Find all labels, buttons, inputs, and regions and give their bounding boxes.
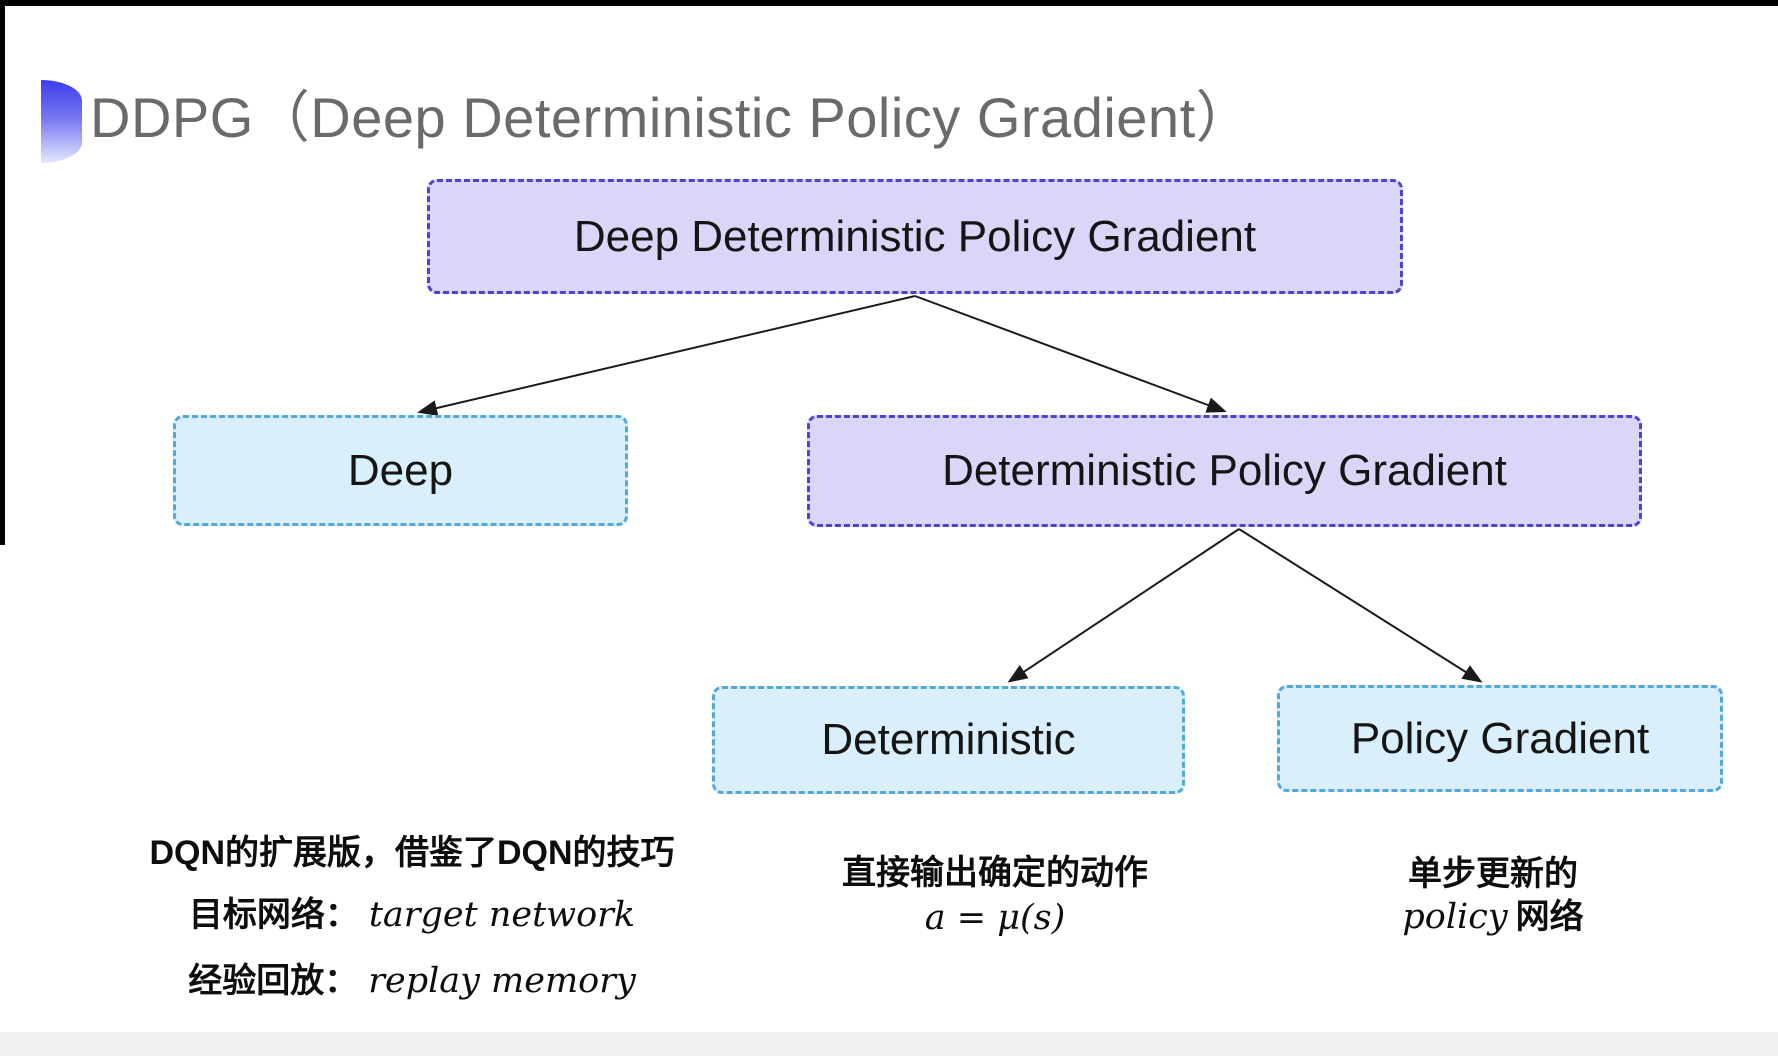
node-deterministic: Deterministic: [712, 686, 1185, 794]
note-network-suffix: 网络: [1515, 897, 1584, 936]
node-label: Deep: [347, 445, 454, 495]
bullet-icon: [41, 80, 82, 163]
arrow-root-to-deep: [417, 295, 916, 416]
screen-left-edge: [0, 0, 5, 545]
note-formula-a-mu-s: a = μ(s): [924, 897, 1066, 938]
note-deterministic-action: 直接输出确定的动作: [842, 854, 1148, 892]
note-replay-memory-label: 经验回放：: [188, 961, 359, 1000]
arrow-dpg-to-policy-gradient: [1238, 528, 1483, 683]
note-single-step-update: 单步更新的: [1408, 855, 1578, 893]
node-label: Deterministic Policy Gradient: [942, 446, 1507, 495]
note-replay-memory: 经验回放：replay memory: [117, 960, 707, 1002]
note-dqn-extension: DQN的扩展版，借鉴了DQN的技巧: [149, 834, 675, 872]
notes-deterministic: 直接输出确定的动作 a = μ(s): [820, 853, 1170, 939]
page-title: DDPG（Deep Deterministic Policy Gradient）: [90, 86, 1253, 149]
node-deep-deterministic-policy-gradient: Deep Deterministic Policy Gradient: [427, 179, 1403, 294]
notes-deep: DQN的扩展版，借鉴了DQN的技巧 目标网络：target network 经验…: [117, 833, 707, 1022]
arrow-dpg-to-deterministic: [1007, 528, 1240, 683]
note-target-network-label: 目标网络：: [188, 895, 359, 934]
node-policy-gradient: Policy Gradient: [1277, 685, 1723, 792]
screen-top-edge: [0, 0, 1778, 6]
note-policy-term: policy: [1402, 896, 1508, 937]
node-label: Deterministic: [821, 715, 1076, 764]
note-target-network-term: target network: [368, 894, 636, 935]
note-target-network: 目标网络：target network: [117, 894, 707, 936]
screen-bottom-edge: [0, 1032, 1778, 1056]
node-deep: Deep: [173, 415, 628, 526]
node-deterministic-policy-gradient: Deterministic Policy Gradient: [807, 415, 1642, 527]
node-label: Policy Gradient: [1350, 713, 1650, 763]
note-replay-memory-term: replay memory: [368, 960, 636, 1001]
node-label: Deep Deterministic Policy Gradient: [573, 211, 1257, 261]
arrow-root-to-dpg: [914, 295, 1227, 413]
